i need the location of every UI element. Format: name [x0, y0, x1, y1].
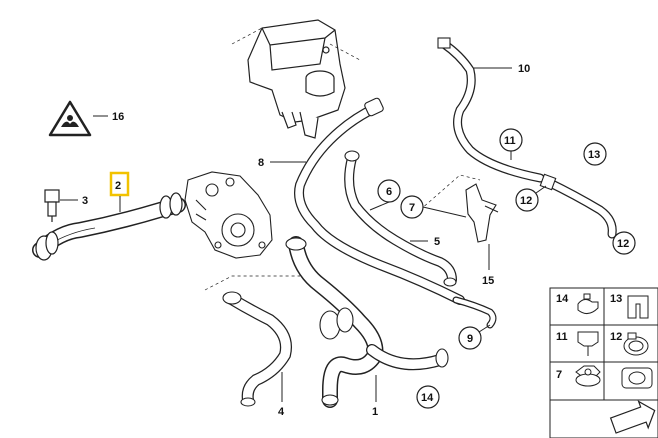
callout-12b-circle: [612, 231, 636, 255]
grommet-icon: [621, 367, 653, 389]
direction-arrow-icon: [609, 400, 656, 434]
callout-7: 7: [409, 202, 415, 214]
leader-9: [478, 324, 491, 333]
hose-part-1: [288, 236, 446, 408]
callout-11: 11: [504, 135, 516, 147]
callout-12b: 12: [617, 238, 629, 250]
hose-part-12: [543, 177, 617, 239]
nut-icon: [575, 365, 601, 387]
clip-icon: [577, 331, 599, 356]
hose-clamp-icon: [623, 332, 649, 356]
water-pump: [184, 171, 273, 259]
expansion-tank: [247, 19, 346, 139]
callout-14-circle: [416, 385, 440, 409]
legend-num-11: 11: [556, 331, 568, 343]
hose-part-4-fittings: [222, 291, 256, 407]
hot-coolant-warning-icon: [48, 100, 92, 137]
callout-13-circle: [583, 142, 607, 166]
parts-legend: 14 13 11 12 7: [549, 287, 658, 438]
hose-part-4: [224, 292, 292, 406]
bracket-part-15: [465, 183, 499, 243]
callout-16: 16: [112, 111, 124, 123]
leader-12a: [535, 185, 547, 194]
callout-3: 3: [82, 195, 88, 207]
connector-10: [437, 37, 451, 49]
callout-5: 5: [434, 236, 440, 248]
reference-lines: [204, 27, 481, 291]
hose-part-8: [294, 103, 465, 305]
hose-part-1-fittings: [285, 237, 449, 406]
connector-12: [539, 173, 557, 191]
callout-6: 6: [386, 186, 392, 198]
hose-clamp-right: [159, 192, 183, 219]
connector-8-top: [364, 97, 384, 117]
hose-part-5: [344, 153, 457, 285]
clamp-bracket-icon: [627, 295, 649, 319]
temperature-sensor: [44, 189, 60, 222]
hose-part-9: [452, 296, 497, 329]
callout-10: 10: [518, 63, 530, 75]
callout-15: 15: [482, 275, 494, 287]
legend-num-14: 14: [556, 293, 569, 305]
callout-14: 14: [421, 392, 434, 404]
callout-8: 8: [258, 157, 264, 169]
hose-part-10: [439, 39, 545, 183]
callout-12a: 12: [520, 195, 532, 207]
hose-clamp-left: [35, 231, 59, 261]
connector-5: [344, 150, 457, 287]
highlight-box-2: [109, 171, 130, 197]
leader-7: [422, 206, 467, 218]
clamp-open-icon: [577, 293, 599, 314]
callout-13: 13: [588, 149, 600, 161]
legend-num-13: 13: [610, 293, 622, 305]
legend-num-7: 7: [556, 369, 562, 381]
callout-9: 9: [467, 333, 473, 345]
leader-6: [369, 201, 390, 211]
callout-4: 4: [278, 406, 285, 418]
hose-part-2: [32, 197, 186, 258]
callout-9-circle: [458, 326, 482, 350]
legend-num-12: 12: [610, 331, 622, 343]
callout-12a-circle: [515, 188, 539, 212]
callout-2: 2: [115, 180, 121, 192]
callout-1: 1: [372, 406, 378, 418]
